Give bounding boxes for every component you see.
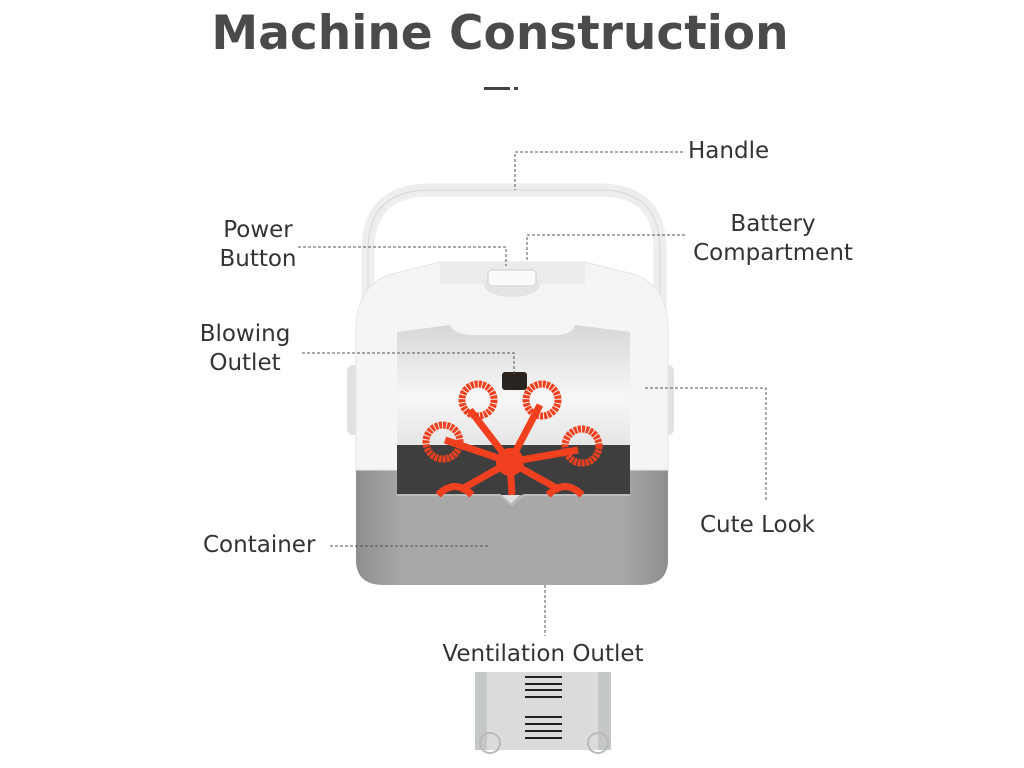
label-handle: Handle (688, 138, 770, 164)
label-battery-line2: Compartment (693, 240, 853, 266)
label-battery-line1: Battery (730, 211, 816, 237)
ventilation-outlet-image (475, 672, 611, 754)
label-power-button: Power Button (208, 216, 308, 274)
label-power-button-line1: Power (223, 217, 293, 243)
leader-lines (298, 151, 767, 636)
label-blowing-line1: Blowing (199, 321, 291, 347)
title-divider (484, 87, 510, 90)
title-divider-dot (514, 87, 518, 90)
bubble-wand (422, 380, 603, 498)
label-battery-compartment: Battery Compartment (688, 210, 858, 268)
label-cute-look: Cute Look (700, 512, 815, 538)
page-title: Machine Construction (211, 6, 789, 61)
label-container: Container (203, 532, 316, 558)
label-blowing-line2: Outlet (209, 350, 281, 376)
blowing-outlet (502, 372, 527, 390)
label-power-button-line2: Button (219, 246, 297, 272)
label-ventilation-outlet: Ventilation Outlet (442, 641, 644, 667)
label-blowing-outlet: Blowing Outlet (190, 320, 300, 378)
